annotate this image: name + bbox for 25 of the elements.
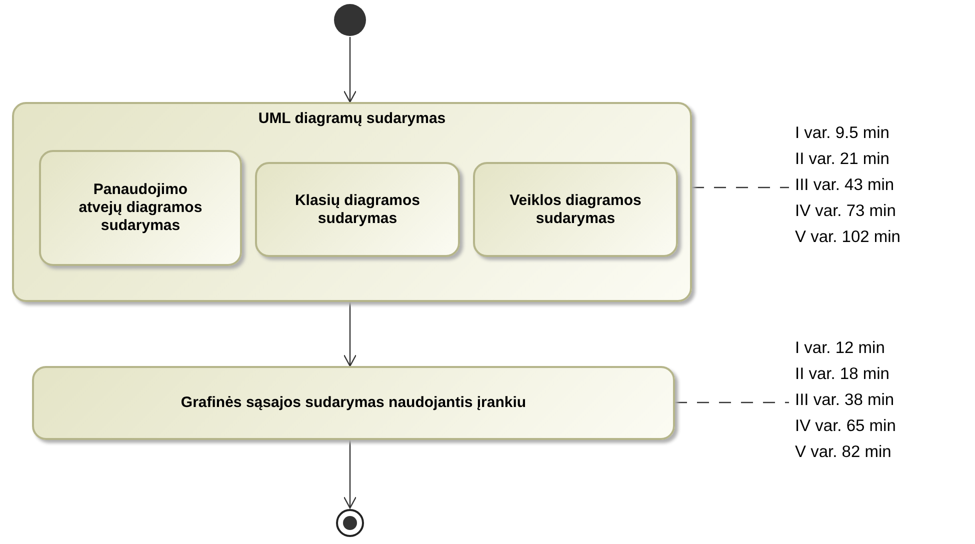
duration-text: II var. 21 min bbox=[795, 149, 890, 170]
arrow bbox=[343, 37, 357, 103]
action-box bbox=[39, 150, 242, 266]
duration-text: IV var. 65 min bbox=[795, 416, 897, 437]
action-label: Klasių diagramos sudarymas bbox=[294, 192, 422, 228]
action-box bbox=[255, 162, 460, 257]
duration-text: V var. 82 min bbox=[795, 442, 892, 463]
duration-text: III var. 43 min bbox=[795, 175, 896, 196]
duration-text: IV var. 73 min bbox=[795, 201, 897, 222]
action-label: UML diagramų sudarymas bbox=[258, 110, 446, 128]
action-label: Veiklos diagramos sudarymas bbox=[509, 192, 642, 228]
arrow bbox=[343, 302, 357, 367]
action-box bbox=[473, 162, 678, 257]
action-label: Panaudojimo atvejų diagramos sudarymas bbox=[78, 181, 204, 235]
duration-text: I var. 9.5 min bbox=[795, 123, 890, 144]
dashed-connector bbox=[692, 186, 789, 188]
duration-text: III var. 38 min bbox=[795, 390, 896, 411]
action-box bbox=[12, 102, 692, 302]
duration-text: II var. 18 min bbox=[795, 364, 890, 385]
dashed-connector bbox=[675, 402, 789, 404]
duration-text: V var. 102 min bbox=[795, 227, 902, 248]
arrow bbox=[343, 440, 357, 509]
action-box bbox=[32, 366, 675, 440]
duration-text: I var. 12 min bbox=[795, 338, 886, 359]
action-label: Grafinės sąsajos sudarymas naudojantis įrankiu bbox=[180, 394, 526, 412]
